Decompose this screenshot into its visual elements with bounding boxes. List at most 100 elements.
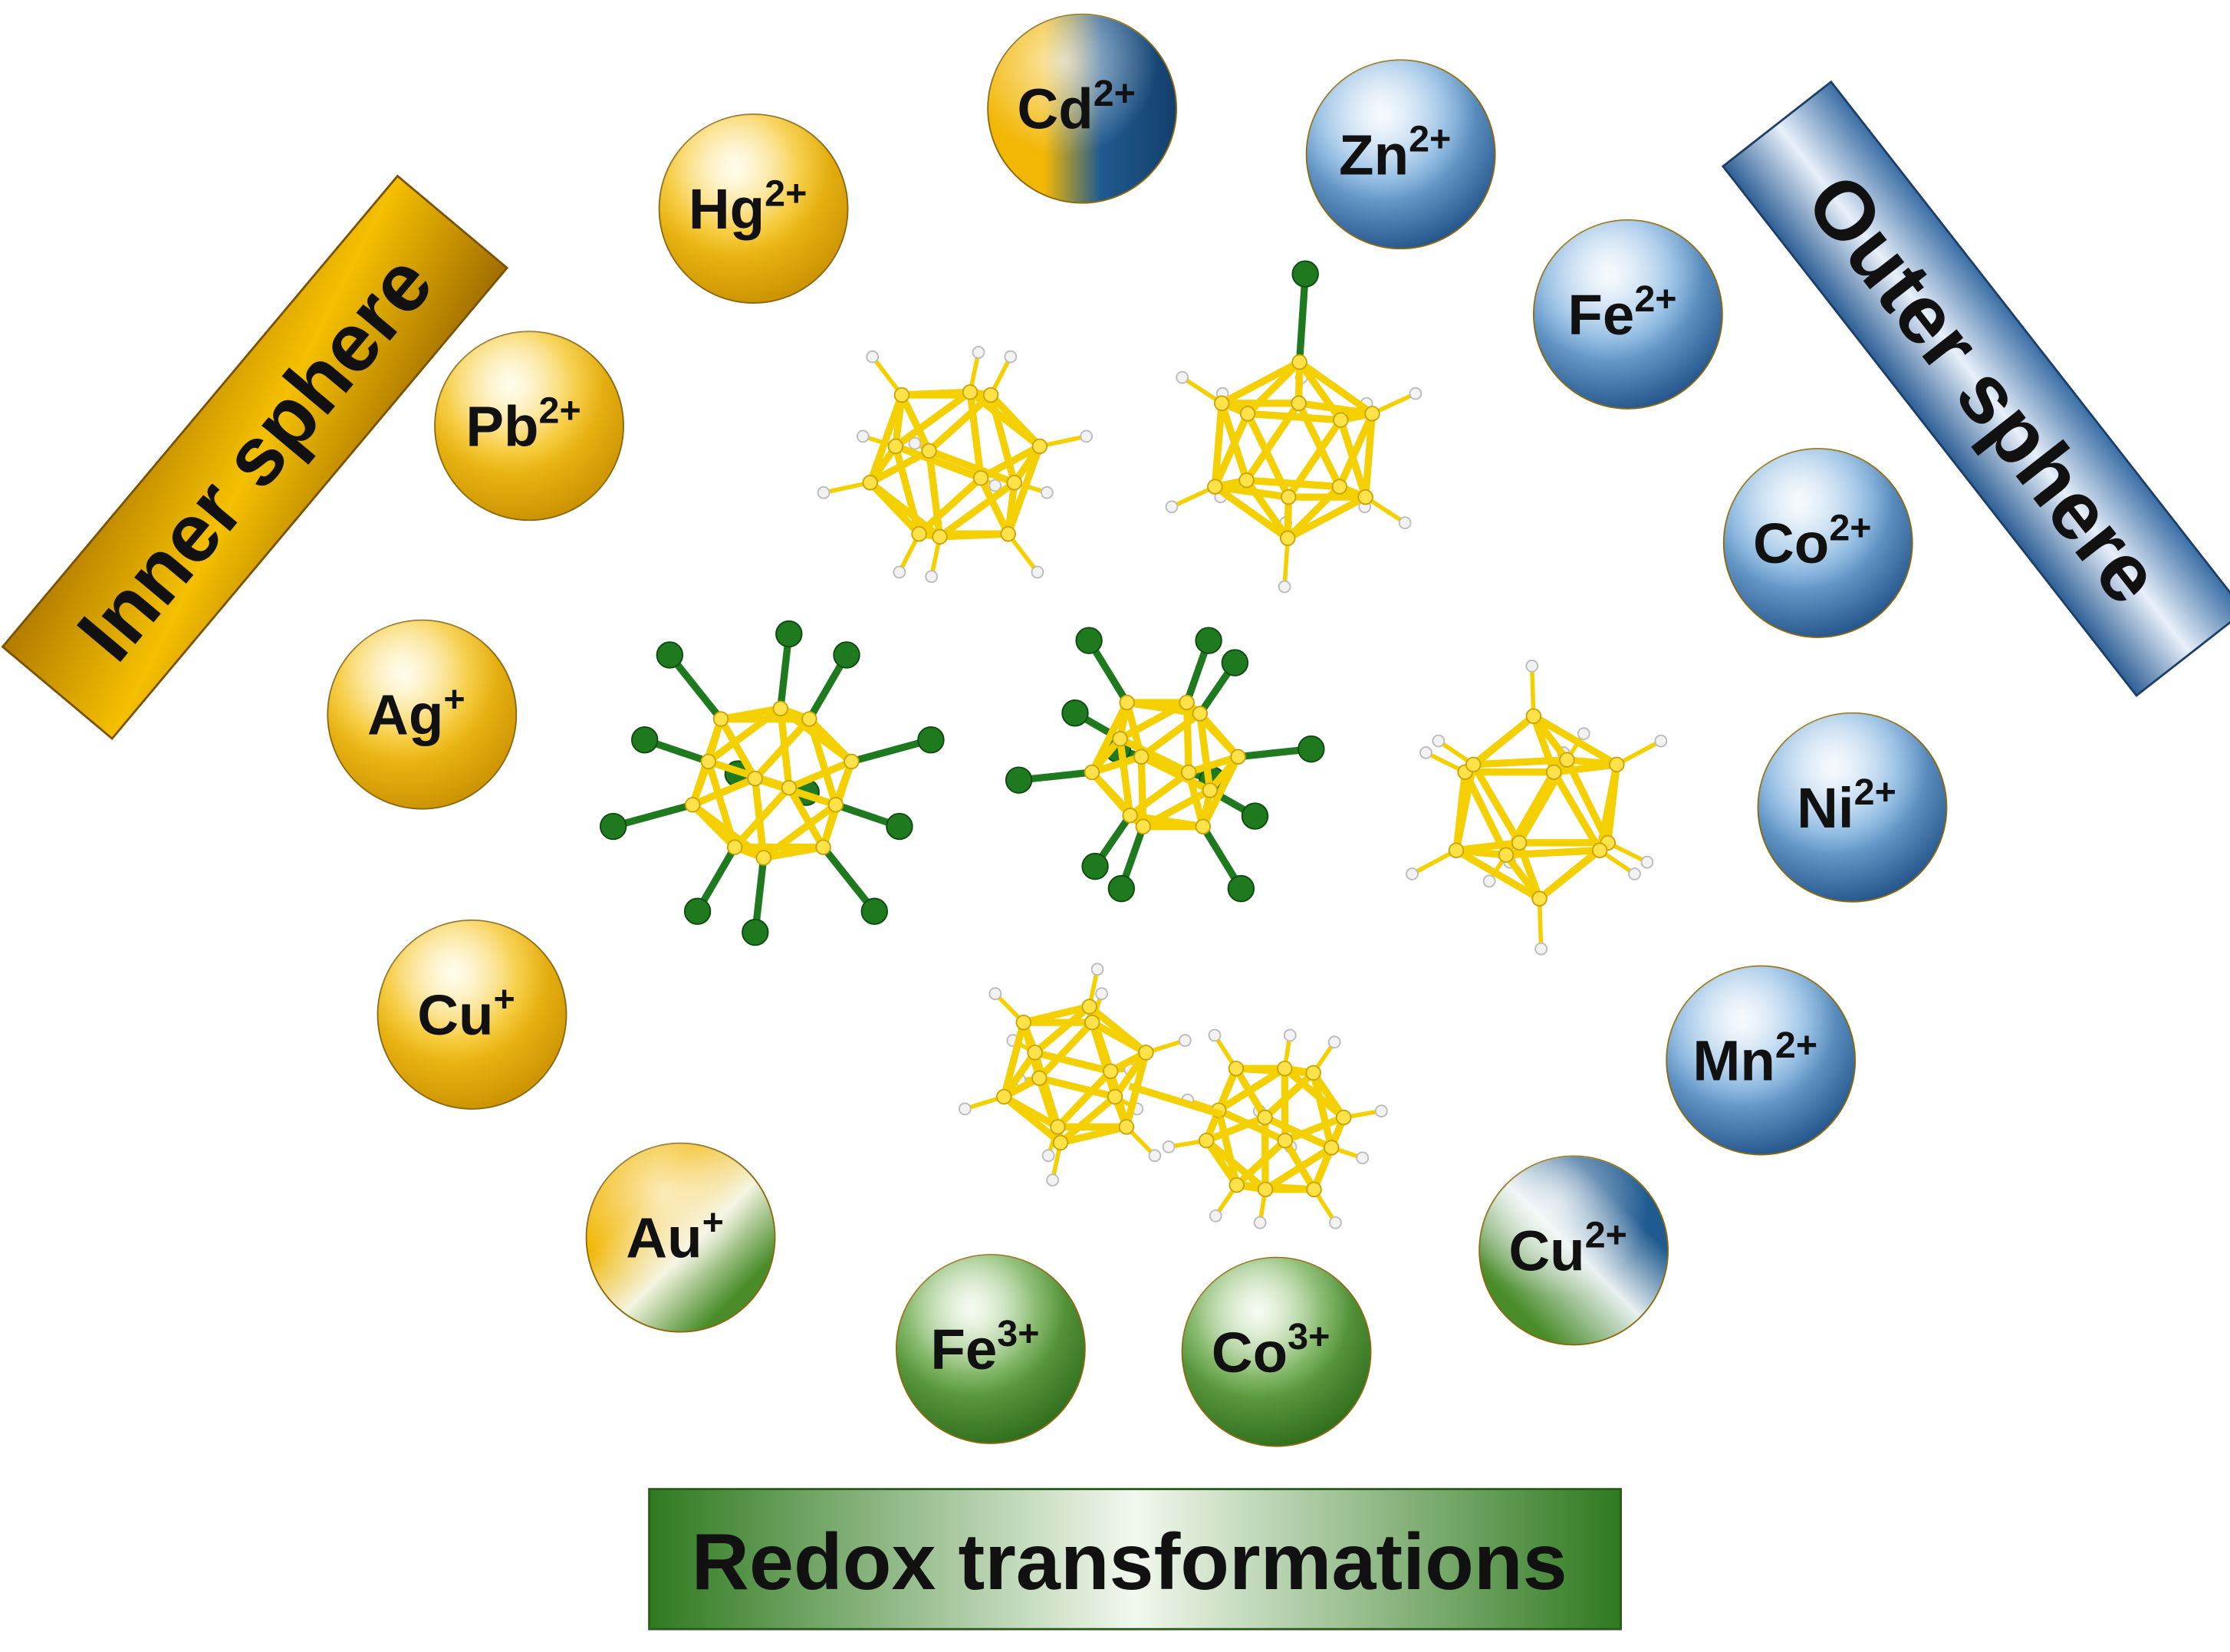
redox-label: Redox transformations (648, 1488, 1623, 1631)
boron-atom (1180, 764, 1197, 781)
boron-atom (1545, 764, 1562, 780)
ion-fe3: Fe3+ (895, 1254, 1086, 1444)
boron-atom (1228, 1060, 1245, 1077)
hydrogen-atom (1432, 734, 1446, 748)
boron-bond (1116, 735, 1192, 776)
boron-bond (1242, 476, 1344, 491)
boron-bond (1294, 400, 1344, 491)
boron-atom (1006, 475, 1022, 491)
boron-atom (1357, 489, 1373, 505)
boron-bond (987, 391, 1044, 450)
ion-charge: 2+ (1634, 278, 1676, 320)
boron-atom (911, 525, 927, 542)
boron-atom (1050, 1119, 1066, 1135)
boron-bond (867, 479, 923, 538)
boron-bond (1211, 482, 1291, 542)
ion-co2: Co2+ (1722, 448, 1913, 638)
boron-bond (1281, 1114, 1347, 1144)
boron-bond (1244, 410, 1344, 424)
boron-bond (1000, 1019, 1028, 1101)
boron-bond (1281, 1065, 1347, 1121)
chlorine-atom (1075, 627, 1103, 654)
hydrogen-atom (958, 1102, 972, 1116)
boron-bond (1469, 761, 1523, 847)
ion-fe2: Fe2+ (1533, 219, 1723, 410)
hydrogen-atom (1162, 1140, 1176, 1153)
ion-label: Fe2+ (1567, 278, 1676, 347)
boron-atom (1207, 479, 1223, 495)
boron-atom (1331, 479, 1348, 495)
boron-bond (1054, 1068, 1114, 1130)
boron-atom (982, 387, 999, 403)
hydrogen-atom (1406, 867, 1419, 880)
boron-atom (1230, 749, 1246, 765)
ion-highlight (586, 1143, 775, 1332)
hydrogen-atom (1398, 516, 1412, 530)
bond (1537, 898, 1544, 949)
bond (1529, 666, 1536, 716)
boron-atom (1027, 1045, 1043, 1061)
boron-atom (1122, 808, 1138, 824)
ion-symbol: Cd (1017, 77, 1093, 141)
hydrogen-atom (1208, 1028, 1222, 1042)
boron-bond (892, 443, 923, 538)
chlorine-atom (742, 918, 769, 946)
boron-atom (1591, 842, 1608, 858)
boron-bond (892, 388, 974, 450)
ion-label: Co3+ (1212, 1316, 1330, 1384)
hydrogen-atom (972, 346, 985, 359)
ion-charge: 2+ (1775, 1025, 1817, 1066)
ion-symbol: Zn (1339, 123, 1409, 186)
boron-bond (1215, 1107, 1241, 1189)
borane-cluster (958, 963, 1192, 1187)
hydrogen-atom (1329, 1216, 1342, 1229)
boron-bond (987, 391, 1018, 486)
bond (1295, 273, 1309, 363)
hydrogen-atom (1356, 1151, 1370, 1165)
boron-atom (1195, 818, 1212, 834)
boron-atom (1498, 847, 1515, 864)
ion-symbol: Au (626, 1206, 702, 1270)
ion-symbol: Ag (367, 683, 443, 747)
boron-atom (1135, 818, 1152, 834)
ion-charge: 2+ (1585, 1215, 1627, 1256)
chlorine-atom (1298, 735, 1325, 763)
boron-atom (1291, 354, 1307, 370)
boron-atom (1448, 842, 1465, 858)
hydrogen-atom (1253, 1216, 1267, 1229)
boron-bond (1035, 1019, 1096, 1082)
boron-atom (921, 443, 937, 459)
ion-symbol: Mn (1692, 1029, 1775, 1093)
boron-atom (772, 700, 789, 717)
ion-ni: Ni2+ (1757, 712, 1948, 903)
hydrogen-atom (1095, 987, 1108, 1001)
bond (820, 844, 877, 914)
chlorine-atom (656, 641, 684, 669)
boron-bond (1031, 1048, 1062, 1130)
ion-symbol: Cu (1508, 1219, 1584, 1282)
boron-atom (815, 839, 831, 855)
boron-bond (1202, 1114, 1269, 1144)
hydrogen-atom (1278, 580, 1291, 594)
ion-label: Ag+ (367, 679, 465, 747)
boron-bond (805, 715, 840, 808)
boron-bond (898, 391, 933, 455)
boron-bond (1088, 699, 1131, 776)
boron-atom (1609, 756, 1625, 773)
boron-atom (1192, 706, 1209, 722)
boron-atom (1333, 412, 1349, 428)
boron-bond (785, 784, 827, 851)
boron-atom (995, 1088, 1012, 1105)
boron-atom (1277, 1132, 1294, 1149)
boron-bond (1111, 1048, 1150, 1101)
boron-atom (1280, 489, 1297, 505)
hydrogen-atom (1165, 500, 1179, 514)
boron-bond (1261, 1114, 1269, 1193)
chlorine-atom (1241, 802, 1269, 830)
boron-atom (1084, 1014, 1100, 1031)
boron-bond (1031, 1048, 1114, 1075)
hydrogen-atom (1178, 1034, 1192, 1047)
boron-bond (1211, 400, 1225, 491)
bond (1371, 391, 1417, 416)
